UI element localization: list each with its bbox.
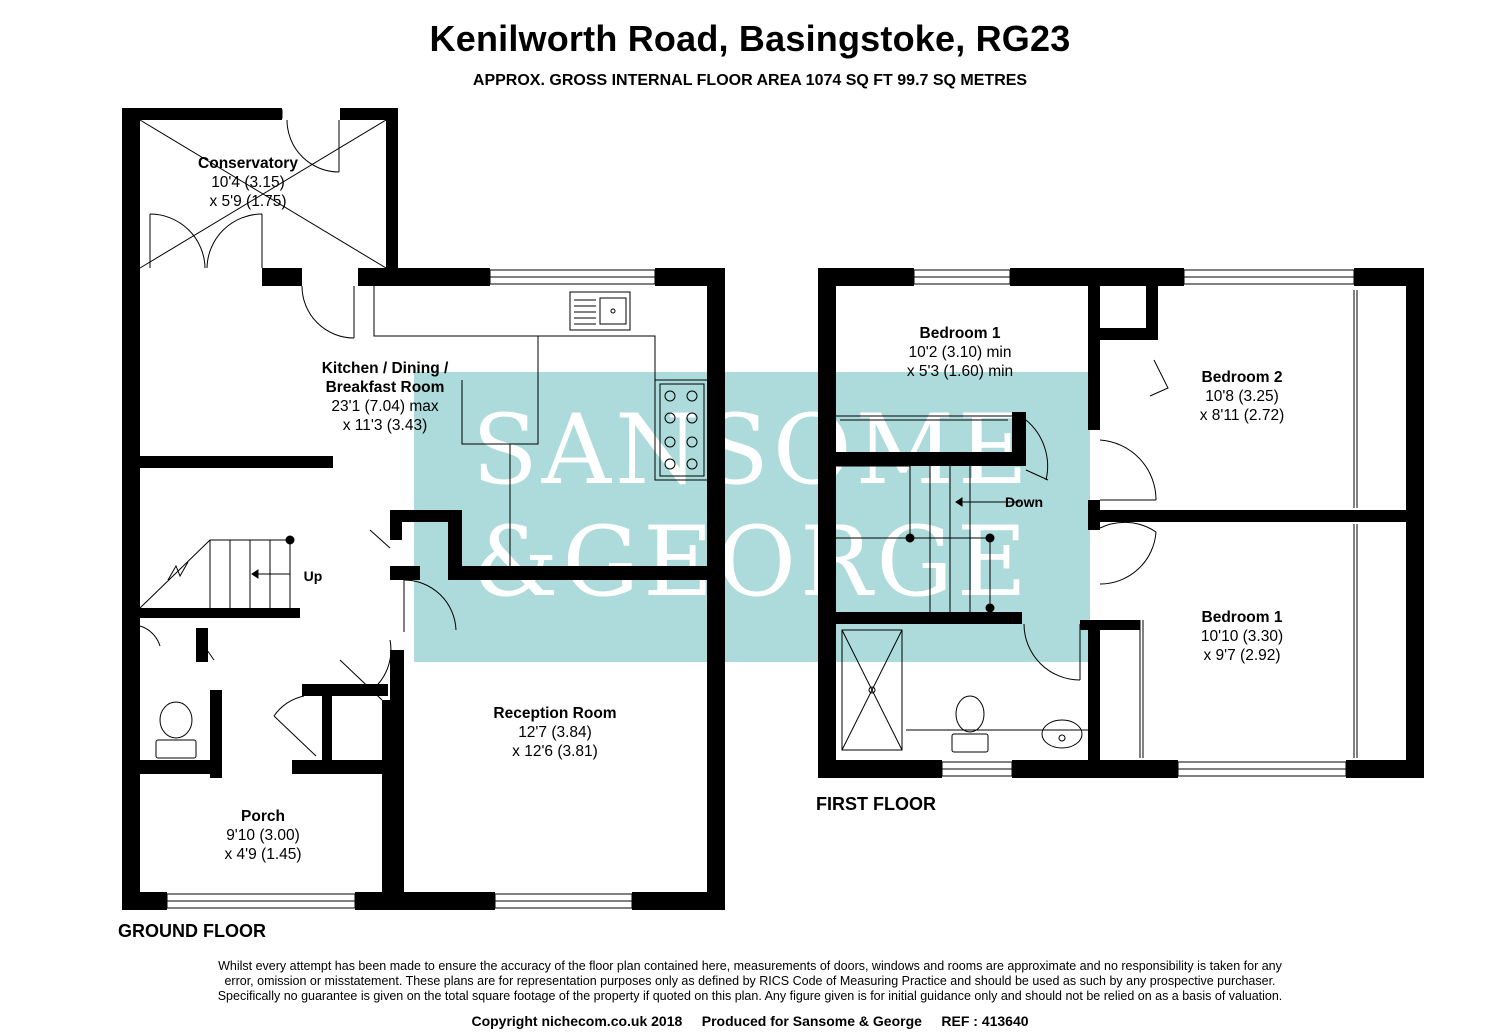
- bedroom-1-dim-1: 10'10 (3.30): [1201, 628, 1283, 645]
- ground-doors: [139, 529, 457, 759]
- kitchen-fittings: [373, 286, 707, 566]
- bedroom-2-dim-2: x 8'11 (2.72): [1200, 407, 1285, 424]
- ground-stairs-label: Up: [304, 568, 323, 584]
- ground-floor-walls: [122, 108, 725, 910]
- first-floor-walls: [818, 268, 1424, 778]
- kitchen-dim-1: 23'1 (7.04) max: [331, 398, 438, 415]
- disclaimer: Whilst every attempt has been made to en…: [150, 959, 1350, 1004]
- watermark: SANSOME &GEORGE: [414, 372, 1090, 662]
- conservatory-dim-2: x 5'9 (1.75): [209, 193, 286, 210]
- porch-name: Porch: [241, 808, 285, 825]
- disclaimer-line-1: Whilst every attempt has been made to en…: [218, 959, 1282, 973]
- watermark-line-2: &GEORGE: [473, 506, 1031, 618]
- first-floor-label: FIRST FLOOR: [816, 794, 936, 814]
- kitchen-dim-2: x 11'3 (3.43): [343, 417, 428, 434]
- floor-area-subtitle: APPROX. GROSS INTERNAL FLOOR AREA 1074 S…: [472, 72, 1028, 89]
- first-floor-windows: [913, 269, 1355, 777]
- copyright-line: Copyright nichecom.co.uk 2018 Produced f…: [0, 1013, 1500, 1029]
- reference-text: REF : 413640: [941, 1013, 1029, 1029]
- disclaimer-line-2: error, omission or misstatement. These p…: [224, 974, 1276, 988]
- reception-name: Reception Room: [493, 705, 616, 722]
- produced-for-text: Produced for Sansome & George: [701, 1013, 922, 1029]
- kitchen-name-1: Kitchen / Dining /: [322, 360, 449, 377]
- ground-floor-label: GROUND FLOOR: [118, 921, 266, 941]
- bedroom-small-dim-1: 10'2 (3.10) min: [909, 344, 1012, 361]
- porch-dim-2: x 4'9 (1.45): [224, 846, 301, 863]
- watermark-line-1: SANSOME: [472, 394, 1032, 506]
- reception-dim-1: 12'7 (3.84): [518, 724, 592, 741]
- ground-stairs: [139, 535, 295, 609]
- bedroom-2-dim-1: 10'8 (3.25): [1205, 388, 1279, 405]
- plan-title: Kenilworth Road, Basingstoke, RG23: [429, 18, 1071, 59]
- conservatory-details: [139, 119, 387, 339]
- porch-dim-1: 9'10 (3.00): [226, 827, 300, 844]
- ground-floor-windows: [139, 109, 656, 909]
- bedroom-1-name: Bedroom 1: [1202, 609, 1283, 626]
- bedroom-small-dim-2: x 5'3 (1.60) min: [907, 363, 1013, 380]
- first-floor-details: [836, 290, 1358, 758]
- bedroom-2-name: Bedroom 2: [1202, 369, 1283, 386]
- room-labels: Conservatory 10'4 (3.15) x 5'9 (1.75) Ki…: [198, 155, 1284, 863]
- conservatory-dim-1: 10'4 (3.15): [211, 174, 285, 191]
- bedroom-1-dim-2: x 9'7 (2.92): [1203, 647, 1280, 664]
- kitchen-name-2: Breakfast Room: [326, 379, 445, 396]
- reception-dim-2: x 12'6 (3.81): [512, 743, 598, 760]
- first-stairs-label: Down: [1005, 494, 1043, 510]
- disclaimer-line-3: Specifically no guarantee is given on th…: [217, 989, 1283, 1003]
- copyright-text: Copyright nichecom.co.uk 2018: [471, 1013, 683, 1029]
- bedroom-small-name: Bedroom 1: [920, 325, 1001, 342]
- conservatory-name: Conservatory: [198, 155, 298, 172]
